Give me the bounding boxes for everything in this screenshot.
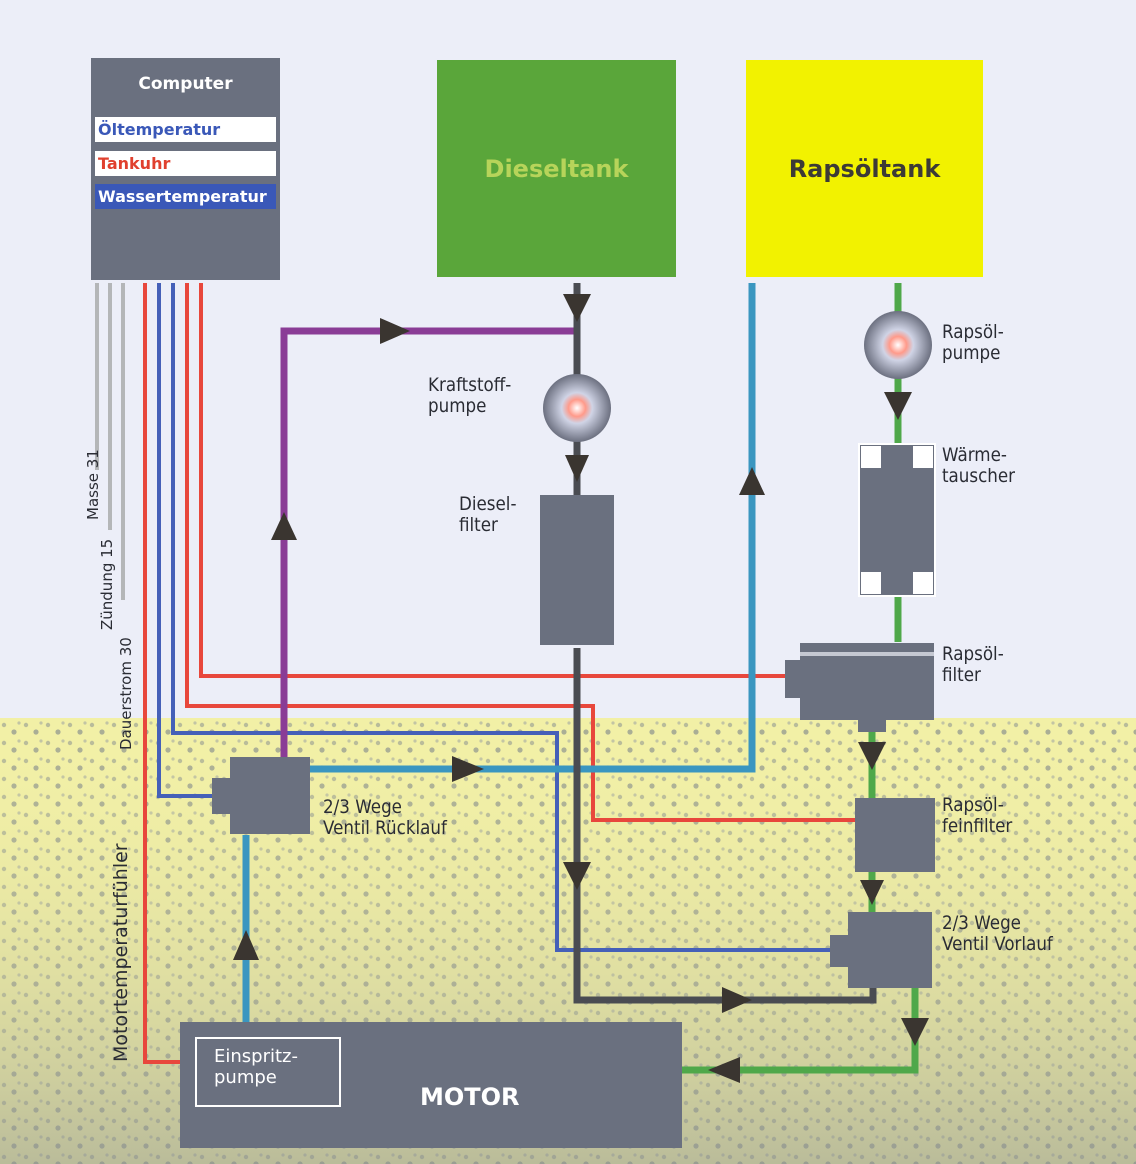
rapsoelfeinfilter-label: Rapsöl- feinfilter — [942, 794, 1013, 837]
computer-unit: Computer Öltemperatur Tankuhr Wassertemp… — [91, 58, 280, 280]
waermetauscher-label: Wärme- tauscher — [942, 444, 1016, 487]
einspritzpumpe-body — [195, 1037, 341, 1107]
ventil-ruecklauf-label: 2/3 Wege Ventil Rücklauf — [323, 796, 447, 839]
tankuhr-display: Tankuhr — [95, 151, 276, 176]
rapsoeltank-label: Rapsöltank — [788, 154, 941, 183]
dieselfilter-label: Diesel- filter — [459, 493, 517, 536]
computer-title: Computer — [138, 74, 233, 94]
zuendung-label: Zündung 15 — [98, 538, 116, 630]
einspritzpumpe-label: Einspritz- pumpe — [214, 1046, 298, 1088]
dieseltank: Dieseltank — [437, 60, 676, 277]
kraftstoffpumpe-icon — [543, 374, 611, 442]
rapsoelfeinfilter-body — [855, 798, 935, 872]
rapsoelpumpe-label: Rapsöl- pumpe — [942, 321, 1004, 364]
rapsoelfilter-label: Rapsöl- filter — [942, 643, 1004, 686]
dauerstrom-label: Dauerstrom 30 — [117, 637, 135, 750]
oeltemperatur-display: Öltemperatur — [95, 117, 276, 142]
ventil-ruecklauf-body — [212, 757, 310, 834]
flow-arrows — [233, 294, 929, 1083]
rapsoeltank: Rapsöltank — [746, 60, 983, 277]
masse-label: Masse 31 — [84, 449, 102, 520]
waermetauscher-body — [858, 443, 936, 597]
dieselfilter-body — [540, 495, 614, 645]
kraftstoffpumpe-label: Kraftstoff- pumpe — [428, 374, 512, 417]
wassertemperatur-display: Wassertemperatur — [95, 184, 276, 209]
motor-label: MOTOR — [420, 1083, 520, 1111]
rapsoelfilter-body — [785, 643, 934, 732]
rapsoelpumpe-icon — [864, 311, 932, 379]
ventil-vorlauf-label: 2/3 Wege Ventil Vorlauf — [942, 912, 1053, 955]
dieseltank-label: Dieseltank — [484, 154, 629, 183]
ventil-vorlauf-body — [830, 912, 932, 988]
computer-wiring — [95, 283, 855, 1064]
motortemperaturfuehler-label: Motortemperaturfühler — [110, 843, 132, 1062]
